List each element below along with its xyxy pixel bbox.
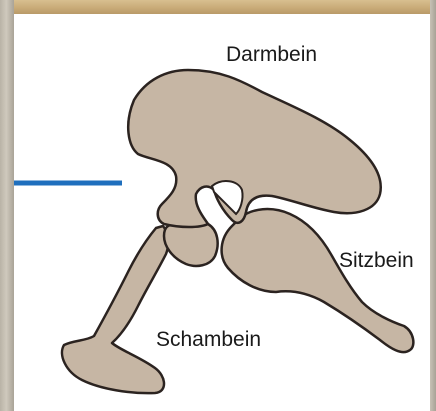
schambein-bone xyxy=(62,226,168,393)
label-sitzbein: Sitzbein xyxy=(339,249,414,272)
darmbein-bone xyxy=(128,70,381,227)
label-darmbein: Darmbein xyxy=(226,43,317,66)
label-schambein: Schambein xyxy=(156,328,261,351)
